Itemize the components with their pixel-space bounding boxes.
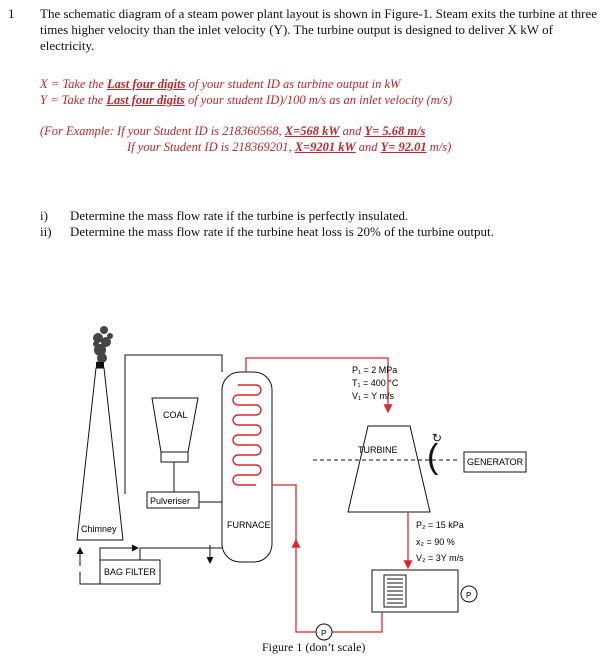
- rotation-icon: (: [427, 438, 439, 476]
- question-intro: The schematic diagram of a steam power p…: [40, 6, 598, 53]
- task-item: i) Determine the mass flow rate if the tu…: [40, 208, 494, 224]
- example-2-post: m/s): [426, 140, 452, 154]
- task-number: ii): [40, 224, 52, 239]
- question-number: 1: [8, 6, 15, 21]
- figure-caption: Figure 1 (don’t scale): [262, 640, 366, 654]
- chimney-label: Chimney: [81, 524, 117, 534]
- chimney-return: [99, 544, 139, 560]
- coal-hopper: [151, 397, 199, 453]
- example-2-x: X=9201 kW: [294, 140, 356, 154]
- outlet-quality: x₂ = 90 %: [416, 537, 455, 547]
- example-2-pre: If your Student ID is 218369201,: [127, 140, 295, 154]
- pulveriser-label: Pulveriser: [150, 496, 190, 506]
- condenser-pump-icon: [460, 585, 478, 603]
- example-line-2: If your Student ID is 218369201, X=9201 …: [127, 140, 451, 155]
- chimney: [76, 367, 124, 541]
- generator-label: GENERATOR: [467, 457, 524, 467]
- condenser-pump-label: P: [466, 591, 471, 600]
- turbine: [347, 425, 431, 513]
- flue-duct: [124, 354, 223, 494]
- y-def-pre: Y = Take the: [40, 93, 107, 107]
- example-1-x: X=568 kW: [284, 124, 340, 138]
- task-text: Determine the mass flow rate if the turb…: [70, 208, 409, 223]
- example-line-1: (For Example: If your Student ID is 2183…: [40, 124, 425, 139]
- boiler-coil: [232, 384, 262, 486]
- filter-link: [79, 572, 100, 585]
- turbine-label: TURBINE: [358, 445, 398, 455]
- inlet-pressure: P₁ = 2 MPa: [352, 365, 397, 375]
- bag-filter: [99, 559, 161, 585]
- feed-water-line: [291, 538, 316, 633]
- task-text: Determine the mass flow rate if the turb…: [70, 224, 494, 239]
- condensate-return-line: [332, 612, 383, 633]
- y-def-link: Last four digits: [106, 93, 185, 107]
- example-1-y: Y= 5.68 m/s: [364, 124, 426, 138]
- coal-chute: [160, 451, 189, 463]
- rotation-arrow-icon: ↻: [432, 431, 442, 445]
- x-def-post: of your student ID as turbine output in …: [185, 77, 401, 91]
- smoke-plume: [93, 326, 113, 368]
- example-2-mid: and: [355, 140, 381, 154]
- steam-main-line: [245, 357, 393, 414]
- inlet-temperature: T₁ = 400 °C: [352, 378, 399, 388]
- pulveriser: [146, 491, 200, 509]
- task-number: i): [40, 208, 48, 223]
- condenser-tubes: [387, 578, 403, 604]
- example-2-y: Y= 92.01: [380, 140, 427, 154]
- feed-to-boiler: [272, 484, 297, 540]
- furnace-label: FURNACE: [227, 520, 271, 530]
- x-definition: X = Take the Last four digits of your st…: [40, 77, 400, 92]
- outlet-velocity: V₂ = 3Y m/s: [416, 553, 464, 563]
- x-def-pre: X = Take the: [40, 77, 107, 91]
- example-1-mid: and: [339, 124, 365, 138]
- outlet-pressure: P₂ = 15 kPa: [416, 520, 464, 530]
- x-def-link: Last four digits: [107, 77, 186, 91]
- coal-label: COAL: [163, 410, 188, 420]
- example-1-pre: (For Example: If your Student ID is 2183…: [40, 124, 285, 138]
- task-list: i) Determine the mass flow rate if the tu…: [40, 208, 494, 240]
- inlet-velocity: V₁ = Y m/s: [352, 391, 394, 401]
- feed-pump-label: P: [321, 629, 326, 638]
- furnace: [221, 371, 273, 563]
- y-def-post: of your student ID)/100 m/s as an inlet …: [184, 93, 453, 107]
- y-definition: Y = Take the Last four digits of your st…: [40, 93, 452, 108]
- generator: [463, 451, 527, 473]
- task-item: ii) Determine the mass flow rate if the t…: [40, 224, 494, 240]
- bag-filter-label: BAG FILTER: [104, 567, 156, 577]
